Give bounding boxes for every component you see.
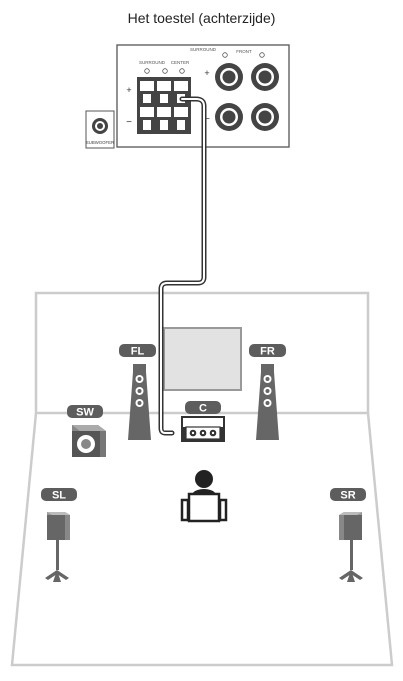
label-surround-right-text: SR [340,490,355,502]
speaker-front-right [256,364,279,440]
page-title: Het toestel (achterzijde) [127,10,276,26]
label-surround-right: SR [330,488,366,502]
right-plus-sign: + [204,68,209,78]
tv-screen [163,327,242,391]
listener-icon [180,470,228,523]
speaker-center [181,416,225,442]
label-surround-left: SL [41,488,77,502]
surround-group-label: SURROUND [139,60,166,65]
label-front-right: FR [249,344,286,358]
speaker-subwoofer [72,425,106,457]
label-subwoofer: SW [67,405,103,419]
label-front-right-text: FR [260,346,275,358]
speaker-front-left [128,364,151,440]
binding-post-front-left-minus [215,103,243,131]
center-group-label: CENTER [171,60,190,65]
label-front-left: FL [119,344,156,358]
speaker-surround-right [339,512,363,582]
label-center: C [185,401,221,415]
label-front-left-text: FL [131,346,145,358]
speaker-surround-left [45,512,70,582]
label-center-text: C [199,403,207,415]
binding-post-front-right-plus [251,63,279,91]
receiver-rear-panel: SURROUND SURROUND CENTER + − [116,44,290,148]
label-surround-left-text: SL [52,490,66,502]
subwoofer-port: SUBWOOFER [85,110,115,149]
front-group-label: FRONT [236,49,252,54]
panel-header: SURROUND [190,47,217,52]
front-terminals: FRONT + − [204,49,279,131]
left-plus-sign: + [126,85,131,95]
left-minus-sign: − [126,117,132,128]
subwoofer-port-label: SUBWOOFER [86,140,114,145]
label-subwoofer-text: SW [76,407,94,419]
binding-post-front-right-minus [251,103,279,131]
binding-post-front-left-plus [215,63,243,91]
right-minus-sign: − [204,114,210,125]
